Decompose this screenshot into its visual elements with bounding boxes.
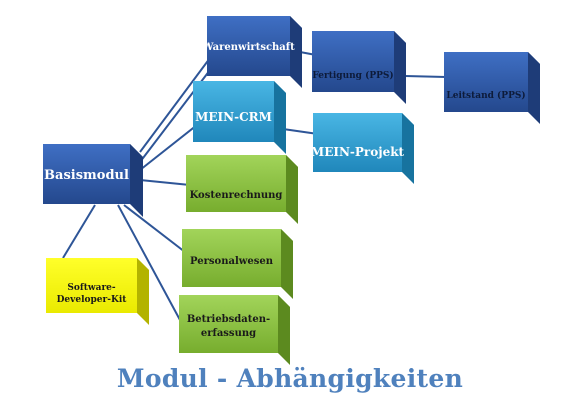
node-leitstand-label: Leitstand (PPS) [446,90,525,101]
connector-basis-warenwirtschaft [139,57,211,153]
connector-basis-kostenrechnung [139,179,191,186]
node-mein-crm[interactable]: MEIN-CRM [193,81,286,154]
node-sdk-label-line1: Software- [67,283,116,293]
node-personalwesen[interactable]: Personalwesen [182,229,293,299]
node-basismodul-label: Basismodul [44,168,129,183]
connector-basis-personalwesen [123,204,186,253]
node-mein-projekt-label: MEIN-Projekt [311,145,405,159]
node-betriebsdaten-label-line1: Betriebsdaten- [187,314,270,325]
connector-basis-sdk [62,204,96,259]
node-kostenrechnung[interactable]: Kostenrechnung [186,155,298,224]
node-mein-crm-label: MEIN-CRM [195,110,272,124]
node-fertigung[interactable]: Fertigung (PPS) [312,31,406,104]
node-kostenrechnung-label: Kostenrechnung [190,190,283,201]
node-sdk-label-line2: Developer-Kit [57,295,128,305]
node-sdk[interactable]: Software- Developer-Kit [46,258,149,325]
node-basismodul[interactable]: Basismodul [43,144,143,217]
node-personalwesen-label: Personalwesen [190,256,274,267]
node-warenwirtschaft-label: Warenwirtschaft [201,42,295,53]
connector-crm-projekt [282,128,319,135]
connector-basis-betriebsdaten [117,204,181,321]
connector-fertigung-leitstand [404,75,447,78]
connector-basis-crm [139,124,198,171]
node-leitstand[interactable]: Leitstand (PPS) [444,52,540,124]
diagram-caption: Modul - Abhängigkeiten [116,364,464,393]
node-betriebsdatenerfassung[interactable]: Betriebsdaten- erfassung [179,295,290,365]
node-warenwirtschaft[interactable]: Warenwirtschaft [201,16,302,88]
node-betriebsdaten-label-line2: erfassung [201,328,256,339]
node-mein-projekt[interactable]: MEIN-Projekt [311,113,414,184]
connectors [62,51,447,321]
node-fertigung-label: Fertigung (PPS) [312,70,393,81]
